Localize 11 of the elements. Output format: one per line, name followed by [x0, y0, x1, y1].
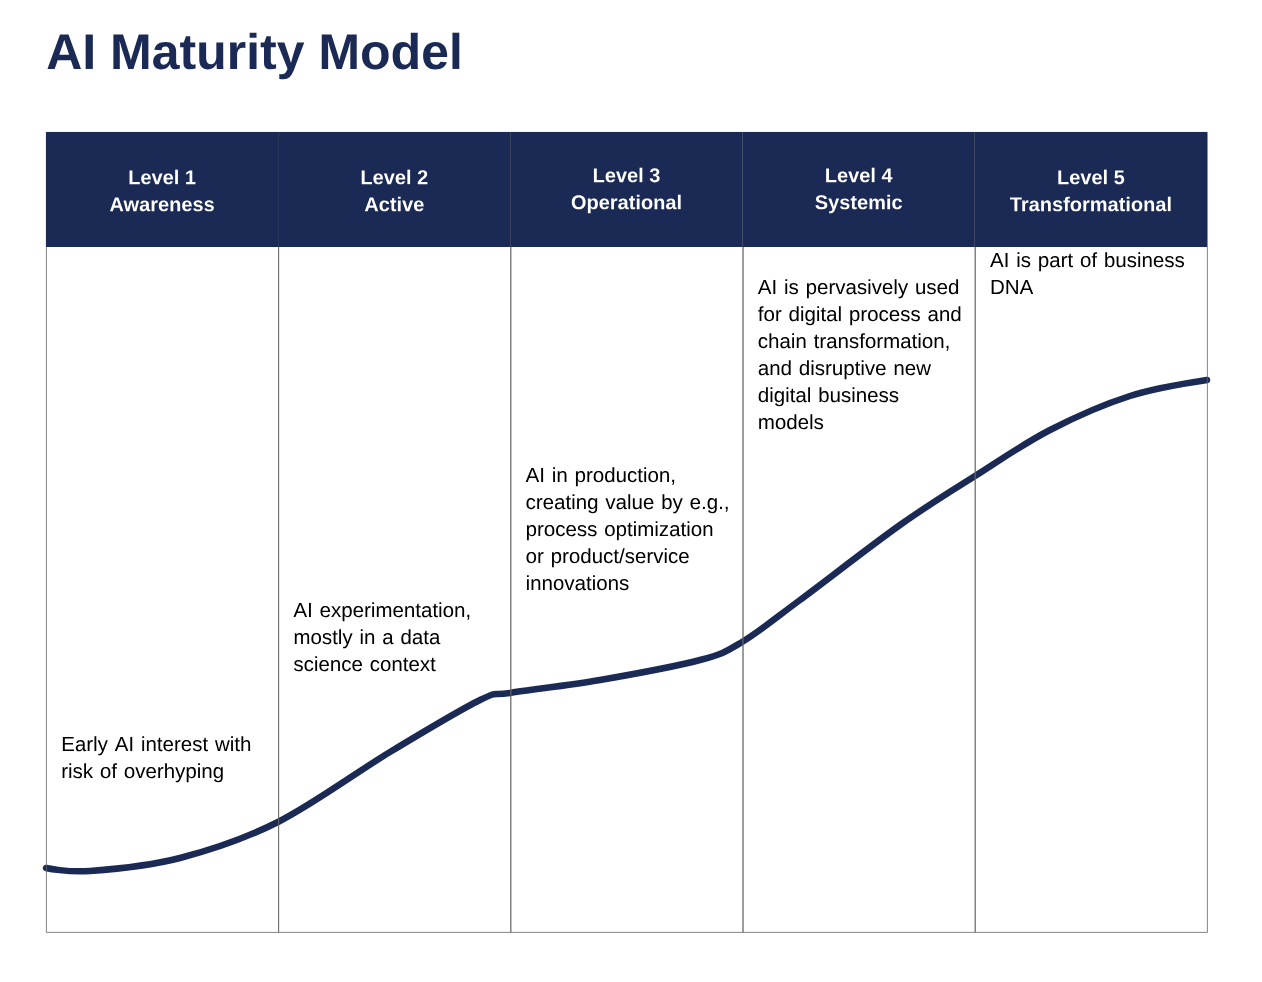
description-text: AI in production, creating value by e.g., process optimization or product/service innovations	[525, 467, 728, 591]
description-text: Early AI interest with risk of overhyping	[62, 736, 251, 783]
description-text: AI is part of business DNA	[990, 252, 1185, 295]
header-cell: Level 3 Operational	[510, 132, 743, 247]
header-cell: Level 4 Systemic	[742, 132, 975, 247]
header-cell: Level 2 Active	[278, 132, 511, 247]
title: AI Maturity Model	[47, 32, 460, 80]
header-cell: Level 5 Transformational	[974, 132, 1207, 247]
header-cell: Level 1 Awareness	[46, 132, 279, 247]
description-text: AI is pervasively used for digital process and chain transformation, and disruptive new digital business models	[757, 279, 961, 430]
description-text: AI experimentation, mostly in a data science context	[293, 602, 470, 672]
